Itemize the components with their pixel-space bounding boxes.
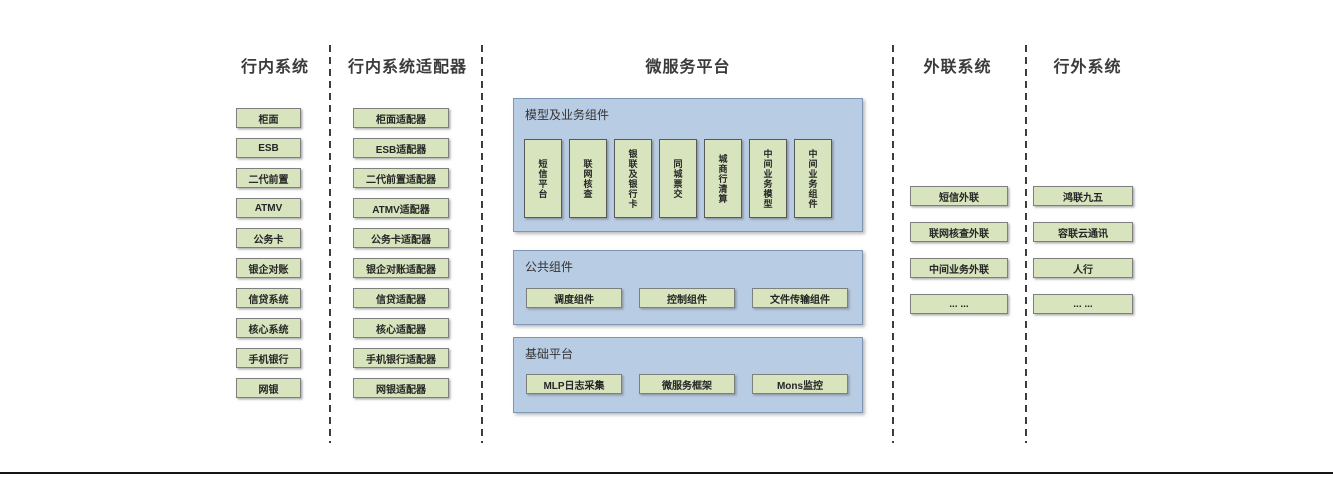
- node-control-component: 控制组件: [639, 288, 735, 308]
- node-mons-monitoring: Mons监控: [752, 374, 848, 394]
- column-header-platform: 微服务平台: [645, 59, 731, 76]
- node-file-transfer-component: 文件传输组件: [752, 288, 848, 308]
- node-network-verification: 联网核查: [569, 139, 607, 218]
- column-header-external-link: 外联系统: [923, 59, 992, 76]
- node-2nd-gen-front: 二代前置: [236, 168, 301, 188]
- node-bank-enterprise-recon-adapter: 银企对账适配器: [353, 258, 449, 278]
- panel-common-components: 公共组件 调度组件 控制组件 文件传输组件: [513, 250, 863, 325]
- node-2nd-gen-front-adapter: 二代前置适配器: [353, 168, 449, 188]
- node-outside-ellipsis: ... ...: [1033, 294, 1133, 314]
- node-online-banking: 网银: [236, 378, 301, 398]
- node-sms-platform: 短信平台: [524, 139, 562, 218]
- node-network-verification-external: 联网核查外联: [910, 222, 1008, 242]
- node-external-ellipsis: ... ...: [910, 294, 1008, 314]
- panel-title: 公共组件: [525, 260, 574, 274]
- base-platform-row: MLP日志采集 微服务框架 Mons监控: [526, 374, 848, 394]
- node-ronglian-cloud: 容联云通讯: [1033, 222, 1133, 242]
- outside-column: 鸿联九五 容联云通讯 人行 ... ...: [1033, 186, 1133, 314]
- column-divider: [329, 45, 331, 443]
- inbank-column: 柜面 ESB 二代前置 ATMV 公务卡 银企对账 信贷系统 核心系统 手机银行…: [236, 108, 301, 398]
- node-honglian-95: 鸿联九五: [1033, 186, 1133, 206]
- node-counter: 柜面: [236, 108, 301, 128]
- node-esb: ESB: [236, 138, 301, 158]
- node-bank-enterprise-recon: 银企对账: [236, 258, 301, 278]
- node-credit-system: 信贷系统: [236, 288, 301, 308]
- panel-model-business-components: 模型及业务组件 短信平台 联网核查 银联及银行卡 同城票交 城商行清算 中间业务…: [513, 98, 863, 232]
- node-mobile-banking: 手机银行: [236, 348, 301, 368]
- node-sms-external: 短信外联: [910, 186, 1008, 206]
- node-core-system: 核心系统: [236, 318, 301, 338]
- node-counter-adapter: 柜面适配器: [353, 108, 449, 128]
- node-scheduling-component: 调度组件: [526, 288, 622, 308]
- node-intermediate-business-model: 中间业务模型: [749, 139, 787, 218]
- node-online-banking-adapter: 网银适配器: [353, 378, 449, 398]
- external-link-column: 短信外联 联网核查外联 中间业务外联 ... ...: [910, 186, 1008, 314]
- node-intermediate-business-external: 中间业务外联: [910, 258, 1008, 278]
- node-mobile-banking-adapter: 手机银行适配器: [353, 348, 449, 368]
- node-credit-adapter: 信贷适配器: [353, 288, 449, 308]
- node-esb-adapter: ESB适配器: [353, 138, 449, 158]
- node-mlp-log-collection: MLP日志采集: [526, 374, 622, 394]
- panel-title: 模型及业务组件: [525, 108, 610, 122]
- node-business-card-adapter: 公务卡适配器: [353, 228, 449, 248]
- bottom-rule: [0, 472, 1333, 474]
- node-atmv-adapter: ATMV适配器: [353, 198, 449, 218]
- column-divider: [481, 45, 483, 443]
- adapters-column: 柜面适配器 ESB适配器 二代前置适配器 ATMV适配器 公务卡适配器 银企对账…: [353, 108, 449, 398]
- common-components-row: 调度组件 控制组件 文件传输组件: [526, 288, 848, 308]
- node-atmv: ATMV: [236, 198, 301, 218]
- column-divider: [892, 45, 894, 443]
- panel-base-platform: 基础平台 MLP日志采集 微服务框架 Mons监控: [513, 337, 863, 413]
- node-city-bank-clearing: 城商行清算: [704, 139, 742, 218]
- panel-title: 基础平台: [525, 347, 574, 361]
- node-core-adapter: 核心适配器: [353, 318, 449, 338]
- node-unionpay-bankcard: 银联及银行卡: [614, 139, 652, 218]
- column-header-adapters: 行内系统适配器: [347, 59, 467, 76]
- column-header-inbank: 行内系统: [240, 59, 309, 76]
- node-microservice-framework: 微服务框架: [639, 374, 735, 394]
- node-citywide-bill-exchange: 同城票交: [659, 139, 697, 218]
- column-divider: [1025, 45, 1027, 443]
- node-intermediate-business-component: 中间业务组件: [794, 139, 832, 218]
- model-components-row: 短信平台 联网核查 银联及银行卡 同城票交 城商行清算 中间业务模型 中间业务组…: [524, 139, 832, 218]
- node-pboc: 人行: [1033, 258, 1133, 278]
- node-business-card: 公务卡: [236, 228, 301, 248]
- column-header-outside: 行外系统: [1053, 59, 1122, 76]
